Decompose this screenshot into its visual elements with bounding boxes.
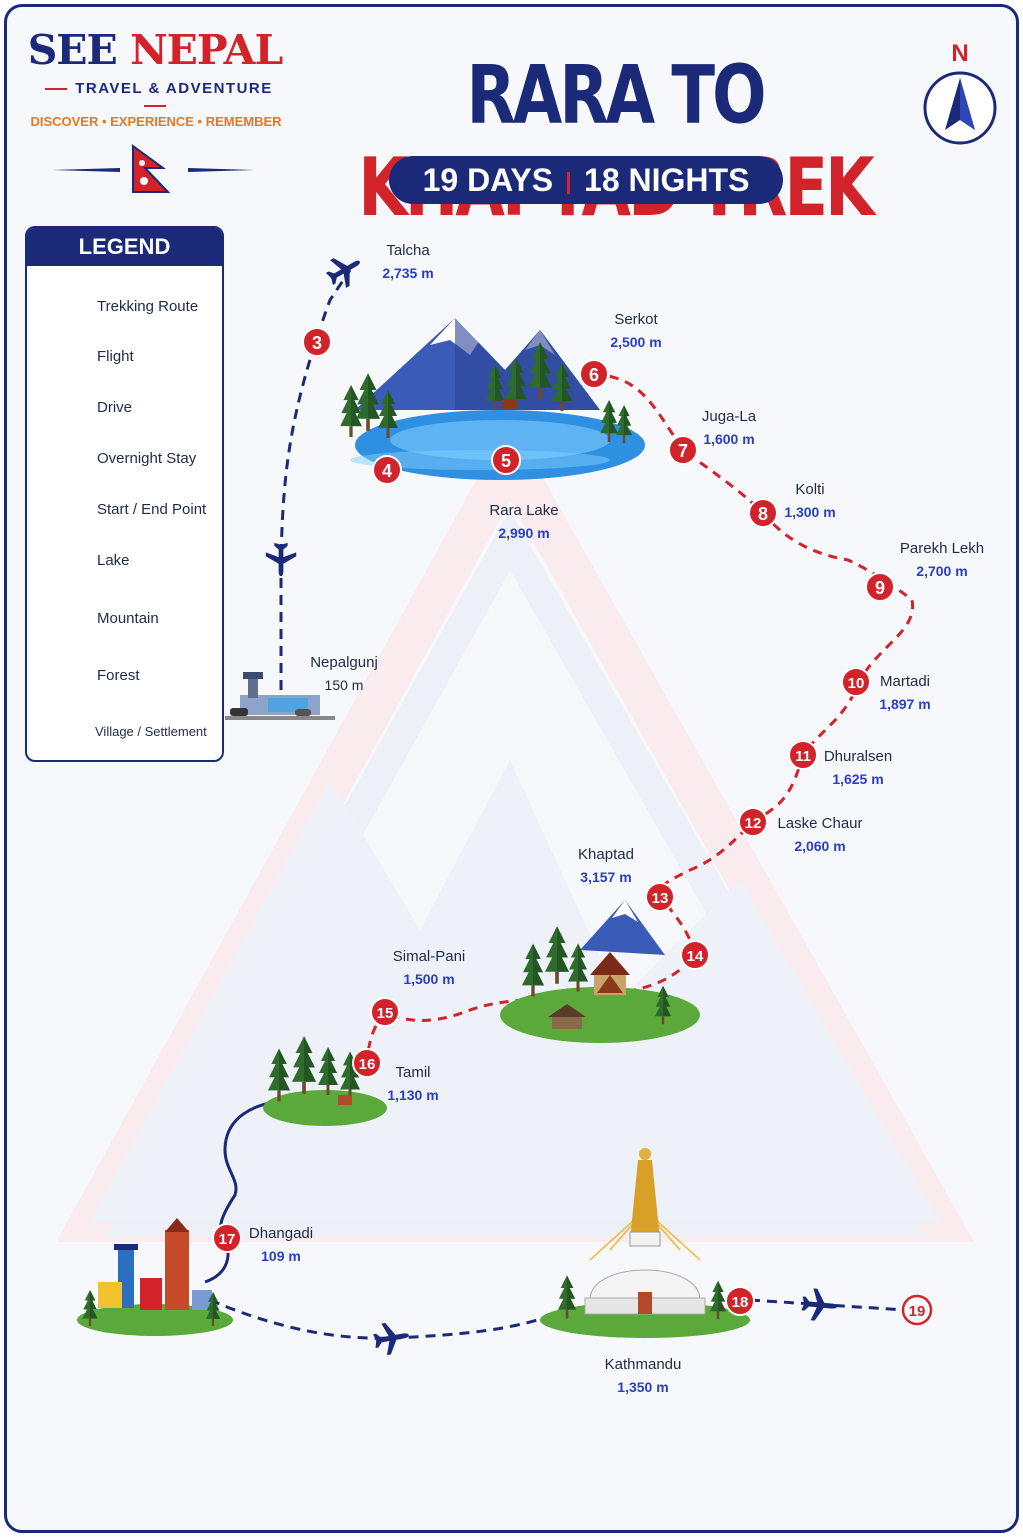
end-point-marker: 19 <box>901 1294 933 1326</box>
stop-marker: 14 <box>680 940 710 970</box>
days-label: 19 DAYS <box>422 162 554 198</box>
legend-item: Village / Settlement <box>95 724 207 739</box>
stop-marker: 13 <box>645 882 675 912</box>
svg-text:4: 4 <box>382 461 392 481</box>
svg-text:8: 8 <box>758 504 768 524</box>
stop-marker: 4 <box>372 455 402 485</box>
svg-text:9: 9 <box>875 578 885 598</box>
stop-marker: 9 <box>865 572 895 602</box>
svg-text:15: 15 <box>377 1005 394 1022</box>
legend-title: LEGEND <box>27 228 222 266</box>
svg-text:12: 12 <box>745 815 762 832</box>
svg-text:13: 13 <box>652 890 669 907</box>
legend-item: Lake <box>97 552 130 569</box>
kathmandu-stupa-illustration <box>540 1148 750 1338</box>
stop-marker: 8 <box>748 498 778 528</box>
svg-text:7: 7 <box>678 441 688 461</box>
legend-item: Overnight Stay <box>97 450 197 467</box>
svg-text:11: 11 <box>795 748 811 765</box>
brand-nepal: NEPAL <box>130 26 283 74</box>
rara-lake-illustration <box>340 318 645 480</box>
tamil-forest-illustration <box>263 1036 387 1126</box>
north-arrow-icon <box>923 71 997 145</box>
overnight-stops: 3 4 5 6 7 8 9 10 11 12 13 14 15 16 17 18… <box>212 327 933 1326</box>
stop-marker: 3 <box>302 327 332 357</box>
stop-marker: 5 <box>491 445 521 475</box>
nights-label: 18 NIGHTS <box>584 162 750 198</box>
stop-marker: 11 <box>788 740 818 770</box>
airport-illustration <box>225 672 335 720</box>
stop-marker: 15 <box>370 997 400 1027</box>
svg-text:5: 5 <box>501 451 511 471</box>
legend-item: Start / End Point <box>97 501 207 518</box>
stop-marker: 12 <box>738 807 768 837</box>
legend-item: Mountain <box>97 610 159 627</box>
dhangadi-city-illustration <box>77 1218 233 1336</box>
svg-text:19: 19 <box>909 1303 926 1320</box>
legend-item: Drive <box>97 399 133 416</box>
stop-marker: 16 <box>352 1048 382 1078</box>
svg-text:10: 10 <box>848 675 865 692</box>
svg-text:17: 17 <box>219 1231 236 1248</box>
plane-icon <box>321 247 368 293</box>
svg-text:16: 16 <box>359 1056 376 1073</box>
brand-logo: SEE NEPAL <box>22 26 288 74</box>
north-label: N <box>951 40 969 67</box>
stop-marker: 6 <box>579 359 609 389</box>
svg-text:18: 18 <box>732 1294 749 1311</box>
legend-item: Flight <box>97 348 134 365</box>
plane-icon <box>800 1287 839 1323</box>
stop-marker: 17 <box>212 1223 242 1253</box>
svg-text:6: 6 <box>589 365 599 385</box>
nepal-flag-emblem <box>52 144 255 193</box>
plane-icon <box>371 1319 412 1357</box>
plane-icon <box>265 542 297 577</box>
stop-marker: 18 <box>725 1286 755 1316</box>
page-title: RARA TO KHAPTAD TREK <box>330 50 900 235</box>
legend-panel: LEGEND Trekking Route Flight Drive Overn… <box>25 226 224 762</box>
stop-marker: 10 <box>841 667 871 697</box>
khaptad-illustration <box>500 900 700 1043</box>
title-part-1: RARA TO <box>466 50 767 143</box>
svg-text:14: 14 <box>687 948 704 965</box>
svg-text:3: 3 <box>312 333 322 353</box>
legend-item: Trekking Route <box>97 298 199 315</box>
brand-subtitle: TRAVEL & ADVENTURE <box>22 80 288 114</box>
legend-item: Forest <box>97 667 140 684</box>
duration-badge: 19 DAYS 18 NIGHTS <box>389 156 783 204</box>
brand-tagline: DISCOVER • EXPERIENCE • REMEMBER <box>30 114 282 129</box>
stop-marker: 7 <box>668 435 698 465</box>
brand-see: SEE <box>27 26 118 74</box>
